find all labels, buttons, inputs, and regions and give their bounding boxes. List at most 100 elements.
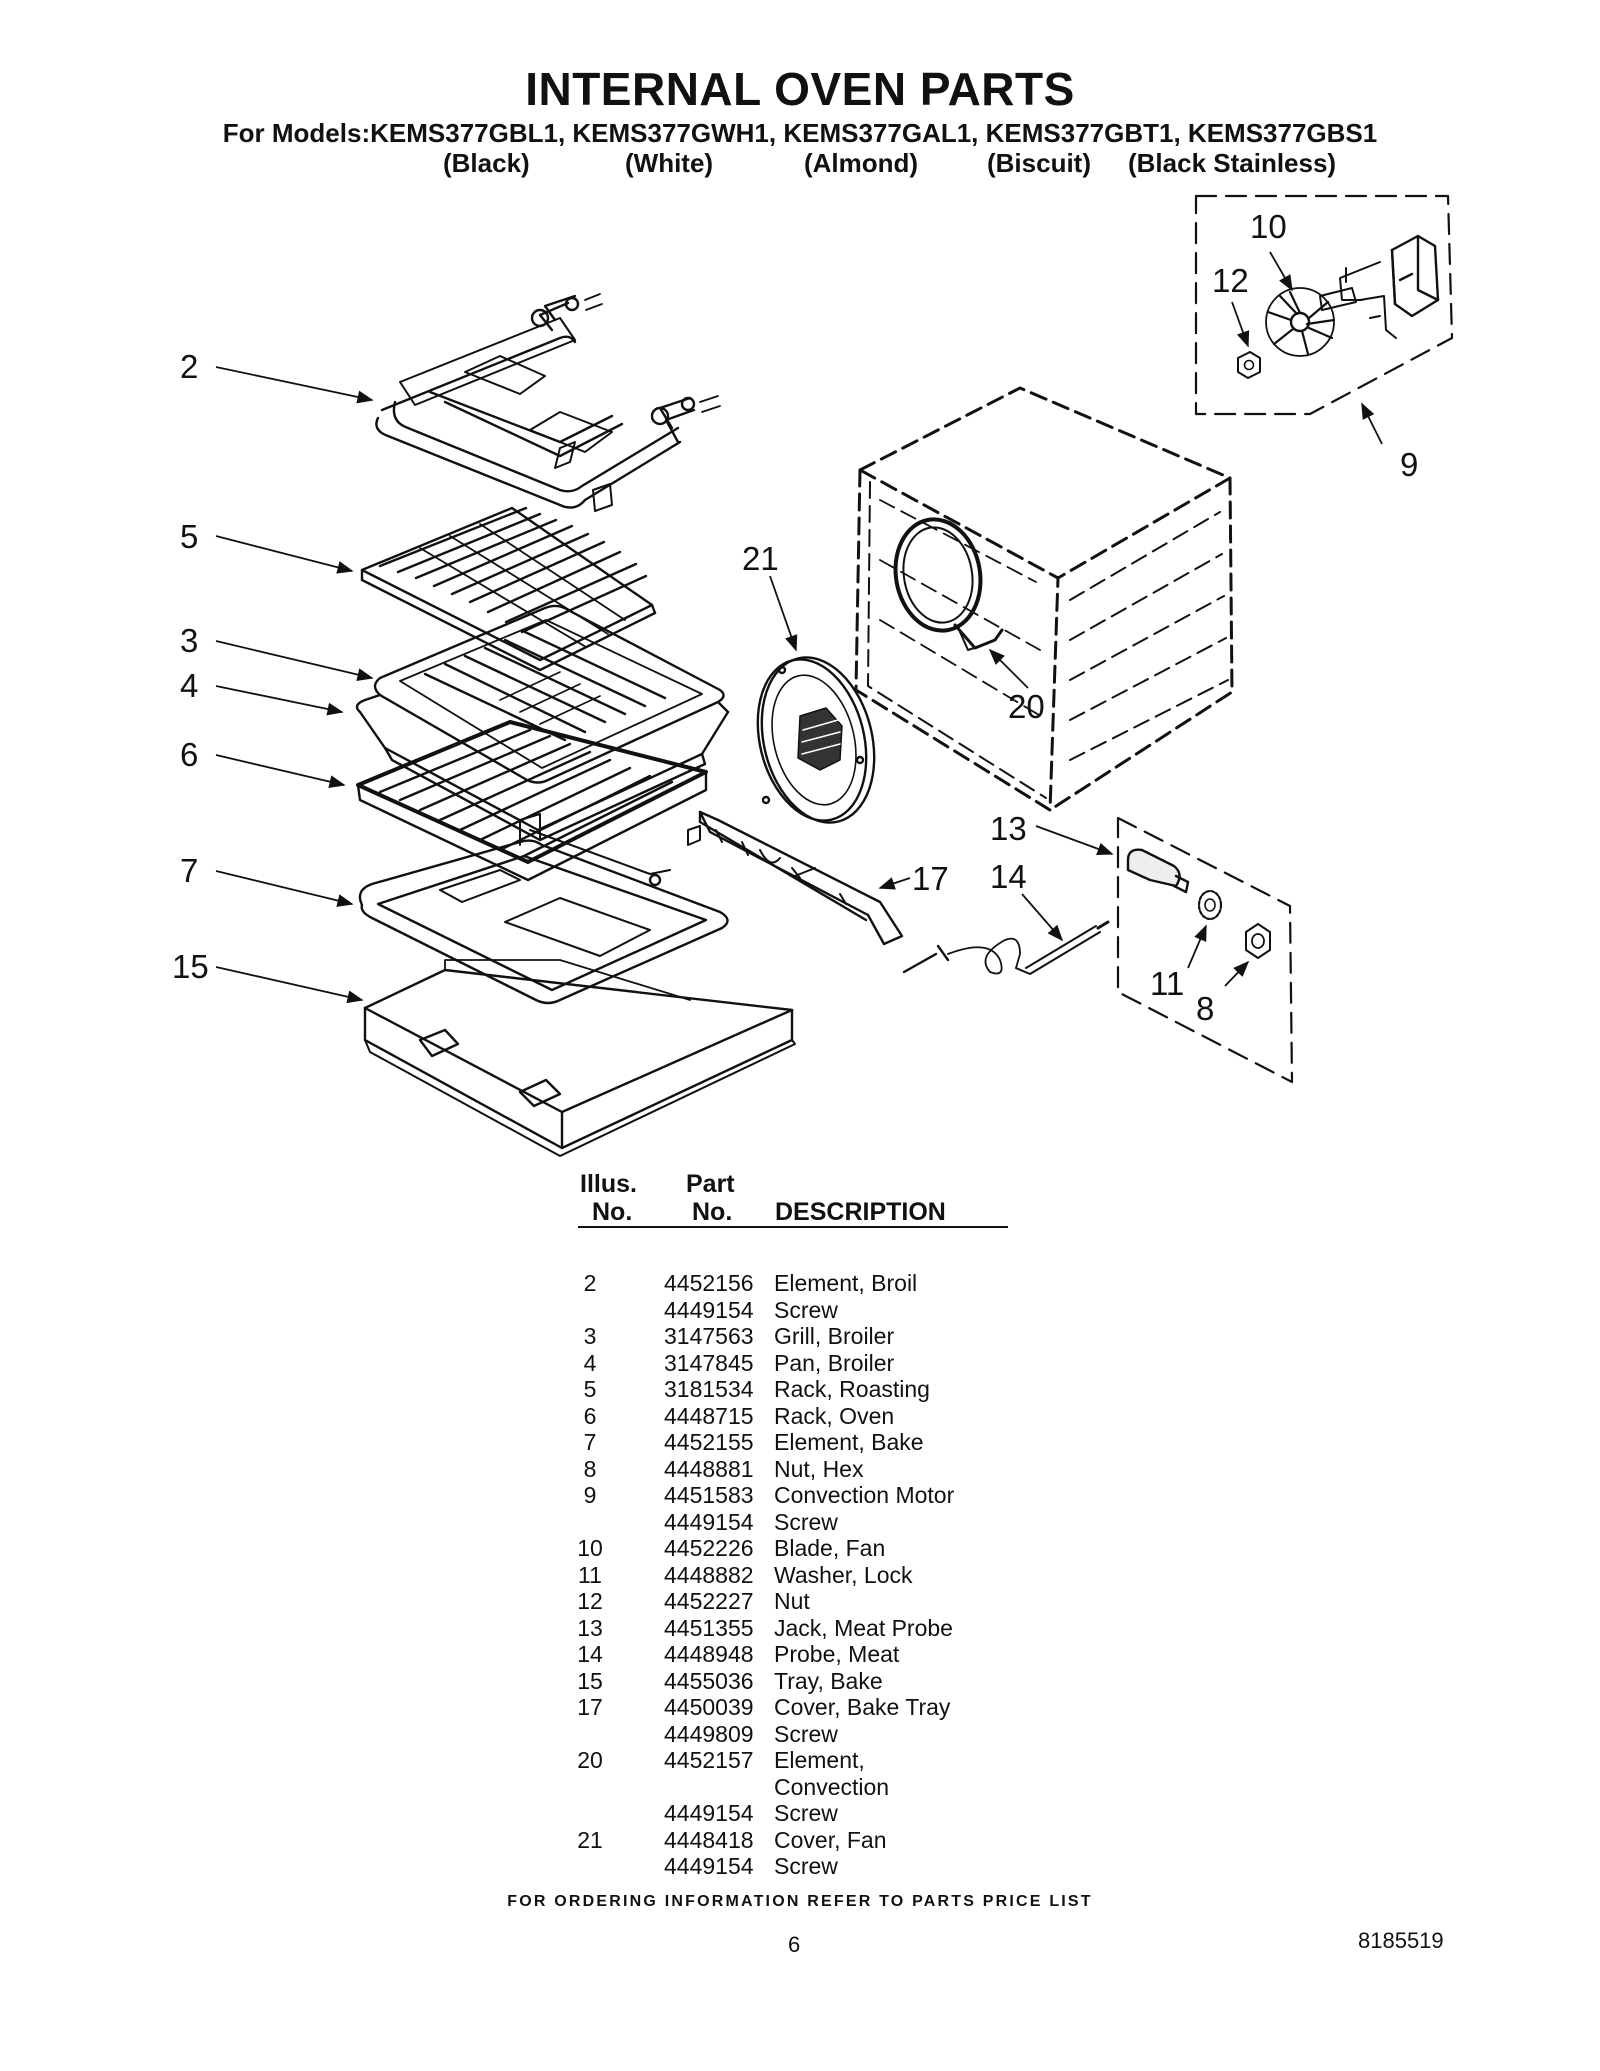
callout-12: 12 xyxy=(1212,262,1249,299)
description-cell: Screw xyxy=(774,1296,838,1323)
col-part-header-2: No. xyxy=(692,1198,733,1226)
callout-8: 8 xyxy=(1196,990,1214,1027)
callout-7: 7 xyxy=(180,852,198,889)
convection-motor-group-box xyxy=(1194,194,1454,416)
description-cell: Jack, Meat Probe xyxy=(774,1614,953,1641)
description-cell: Nut, Hex xyxy=(774,1455,864,1482)
illus-no-cell: 9 xyxy=(583,1482,597,1508)
col-part-header-1: Part xyxy=(686,1170,735,1198)
bake-element-illustration xyxy=(358,813,729,1005)
part-no-cell: 3147563 xyxy=(664,1323,754,1349)
callout-20: 20 xyxy=(1008,688,1045,725)
col-illus-header-1: Illus. xyxy=(580,1170,637,1198)
description-cell: Tray, Bake xyxy=(774,1667,883,1694)
description-cell: Blade, Fan xyxy=(774,1535,886,1561)
illus-no-cell: 7 xyxy=(583,1429,597,1455)
lock-washer-illustration xyxy=(1197,889,1223,921)
roasting-rack-illustration xyxy=(360,506,657,672)
fan-cover-illustration xyxy=(756,656,876,824)
motor-nut-illustration xyxy=(1237,351,1261,379)
part-no-cell: 4449154 xyxy=(664,1508,754,1535)
description-cell: Nut xyxy=(774,1588,810,1614)
description-cell: Rack, Oven xyxy=(774,1402,895,1429)
callout-labels: 2 5 3 4 6 7 15 21 20 10 12 9 13 14 17 11… xyxy=(172,208,1418,1027)
document-number: 8185519 xyxy=(1358,1928,1444,1953)
description-cell: Probe, Meat xyxy=(774,1641,900,1667)
callout-14: 14 xyxy=(990,858,1027,895)
part-no-cell: 3181534 xyxy=(664,1376,754,1402)
part-no-cell: 4451583 xyxy=(664,1482,754,1508)
callout-21: 21 xyxy=(742,540,779,577)
callout-17: 17 xyxy=(912,860,949,897)
callout-13: 13 xyxy=(990,810,1027,847)
page-title: INTERNAL OVEN PARTS xyxy=(525,63,1075,115)
meat-probe-jack-illustration xyxy=(1126,848,1190,894)
broil-element-illustration xyxy=(375,293,721,512)
part-no-cell: 4448418 xyxy=(664,1826,754,1853)
callout-11: 11 xyxy=(1150,965,1184,1002)
part-no-cell: 4448882 xyxy=(664,1561,754,1588)
fan-blade-illustration xyxy=(1265,287,1336,357)
callout-10: 10 xyxy=(1250,208,1287,245)
description-cell: Element, xyxy=(774,1747,865,1773)
description-cell: Convection xyxy=(774,1773,890,1800)
bake-tray-cover-illustration xyxy=(698,810,904,946)
illus-no-cell: 10 xyxy=(577,1535,603,1561)
description-cell: Cover, Bake Tray xyxy=(774,1694,951,1720)
callout-3: 3 xyxy=(180,622,198,659)
part-no-cell: 4452226 xyxy=(664,1535,754,1561)
header-rule xyxy=(578,1226,1008,1228)
illus-no-cell: 8 xyxy=(583,1455,597,1482)
variant-biscuit: (Biscuit) xyxy=(987,148,1091,178)
description-cell: Screw xyxy=(774,1720,838,1747)
variant-black: (Black) xyxy=(443,148,530,178)
variant-white: (White) xyxy=(625,148,714,178)
ordering-note: FOR ORDERING INFORMATION REFER TO PARTS … xyxy=(507,1893,1093,1910)
callout-15: 15 xyxy=(172,948,209,985)
part-no-cell: 4449154 xyxy=(664,1853,754,1879)
part-no-cell: 4448715 xyxy=(664,1402,754,1429)
description-cell: Convection Motor xyxy=(774,1482,955,1508)
callout-9: 9 xyxy=(1400,446,1418,483)
part-no-cell: 4451355 xyxy=(664,1614,754,1641)
part-no-cell: 4452227 xyxy=(664,1588,754,1614)
oven-rack-illustration xyxy=(356,720,708,882)
part-no-cell: 4449809 xyxy=(664,1720,754,1747)
variant-almond: (Almond) xyxy=(804,148,919,178)
illus-no-cell: 6 xyxy=(583,1402,597,1429)
description-cell: Grill, Broiler xyxy=(774,1323,895,1349)
description-cell: Element, Broil xyxy=(774,1270,918,1296)
illus-no-cell: 17 xyxy=(577,1694,603,1720)
meat-probe-illustration xyxy=(902,920,1110,975)
part-no-cell: 4452156 xyxy=(664,1270,754,1296)
part-no-cell: 4448948 xyxy=(664,1641,754,1667)
illus-no-cell: 2 xyxy=(583,1270,597,1296)
description-cell: Screw xyxy=(774,1508,838,1535)
variant-black-stainless: (Black Stainless) xyxy=(1128,148,1337,178)
description-cell: Washer, Lock xyxy=(774,1561,913,1588)
part-no-cell: 3147845 xyxy=(664,1349,754,1376)
description-cell: Cover, Fan xyxy=(774,1826,887,1853)
col-description-header: DESCRIPTION xyxy=(775,1198,946,1226)
hex-nut-illustration xyxy=(1245,923,1271,959)
part-no-cell: 4448881 xyxy=(664,1455,754,1482)
callout-2: 2 xyxy=(180,348,198,385)
bake-tray-illustration xyxy=(363,959,796,1157)
col-illus-header-2: No. xyxy=(592,1198,633,1226)
convection-element-illustration xyxy=(893,517,1004,651)
description-cell: Screw xyxy=(774,1800,838,1826)
part-no-cell: 4452155 xyxy=(664,1429,754,1455)
illus-no-cell: 4 xyxy=(583,1349,597,1376)
description-cell: Element, Bake xyxy=(774,1429,924,1455)
page-number: 6 xyxy=(788,1932,801,1957)
illus-no-cell: 5 xyxy=(583,1376,597,1402)
callout-6: 6 xyxy=(180,736,198,773)
convection-motor-illustration xyxy=(1319,234,1440,339)
callout-5: 5 xyxy=(180,518,198,555)
models-line: For Models:KEMS377GBL1, KEMS377GWH1, KEM… xyxy=(222,118,1378,148)
part-no-cell: 4452157 xyxy=(664,1747,754,1773)
oven-cavity-illustration xyxy=(854,386,1234,812)
callout-4: 4 xyxy=(180,667,198,704)
illus-no-cell: 15 xyxy=(577,1667,603,1694)
part-no-cell: 4455036 xyxy=(664,1667,754,1694)
